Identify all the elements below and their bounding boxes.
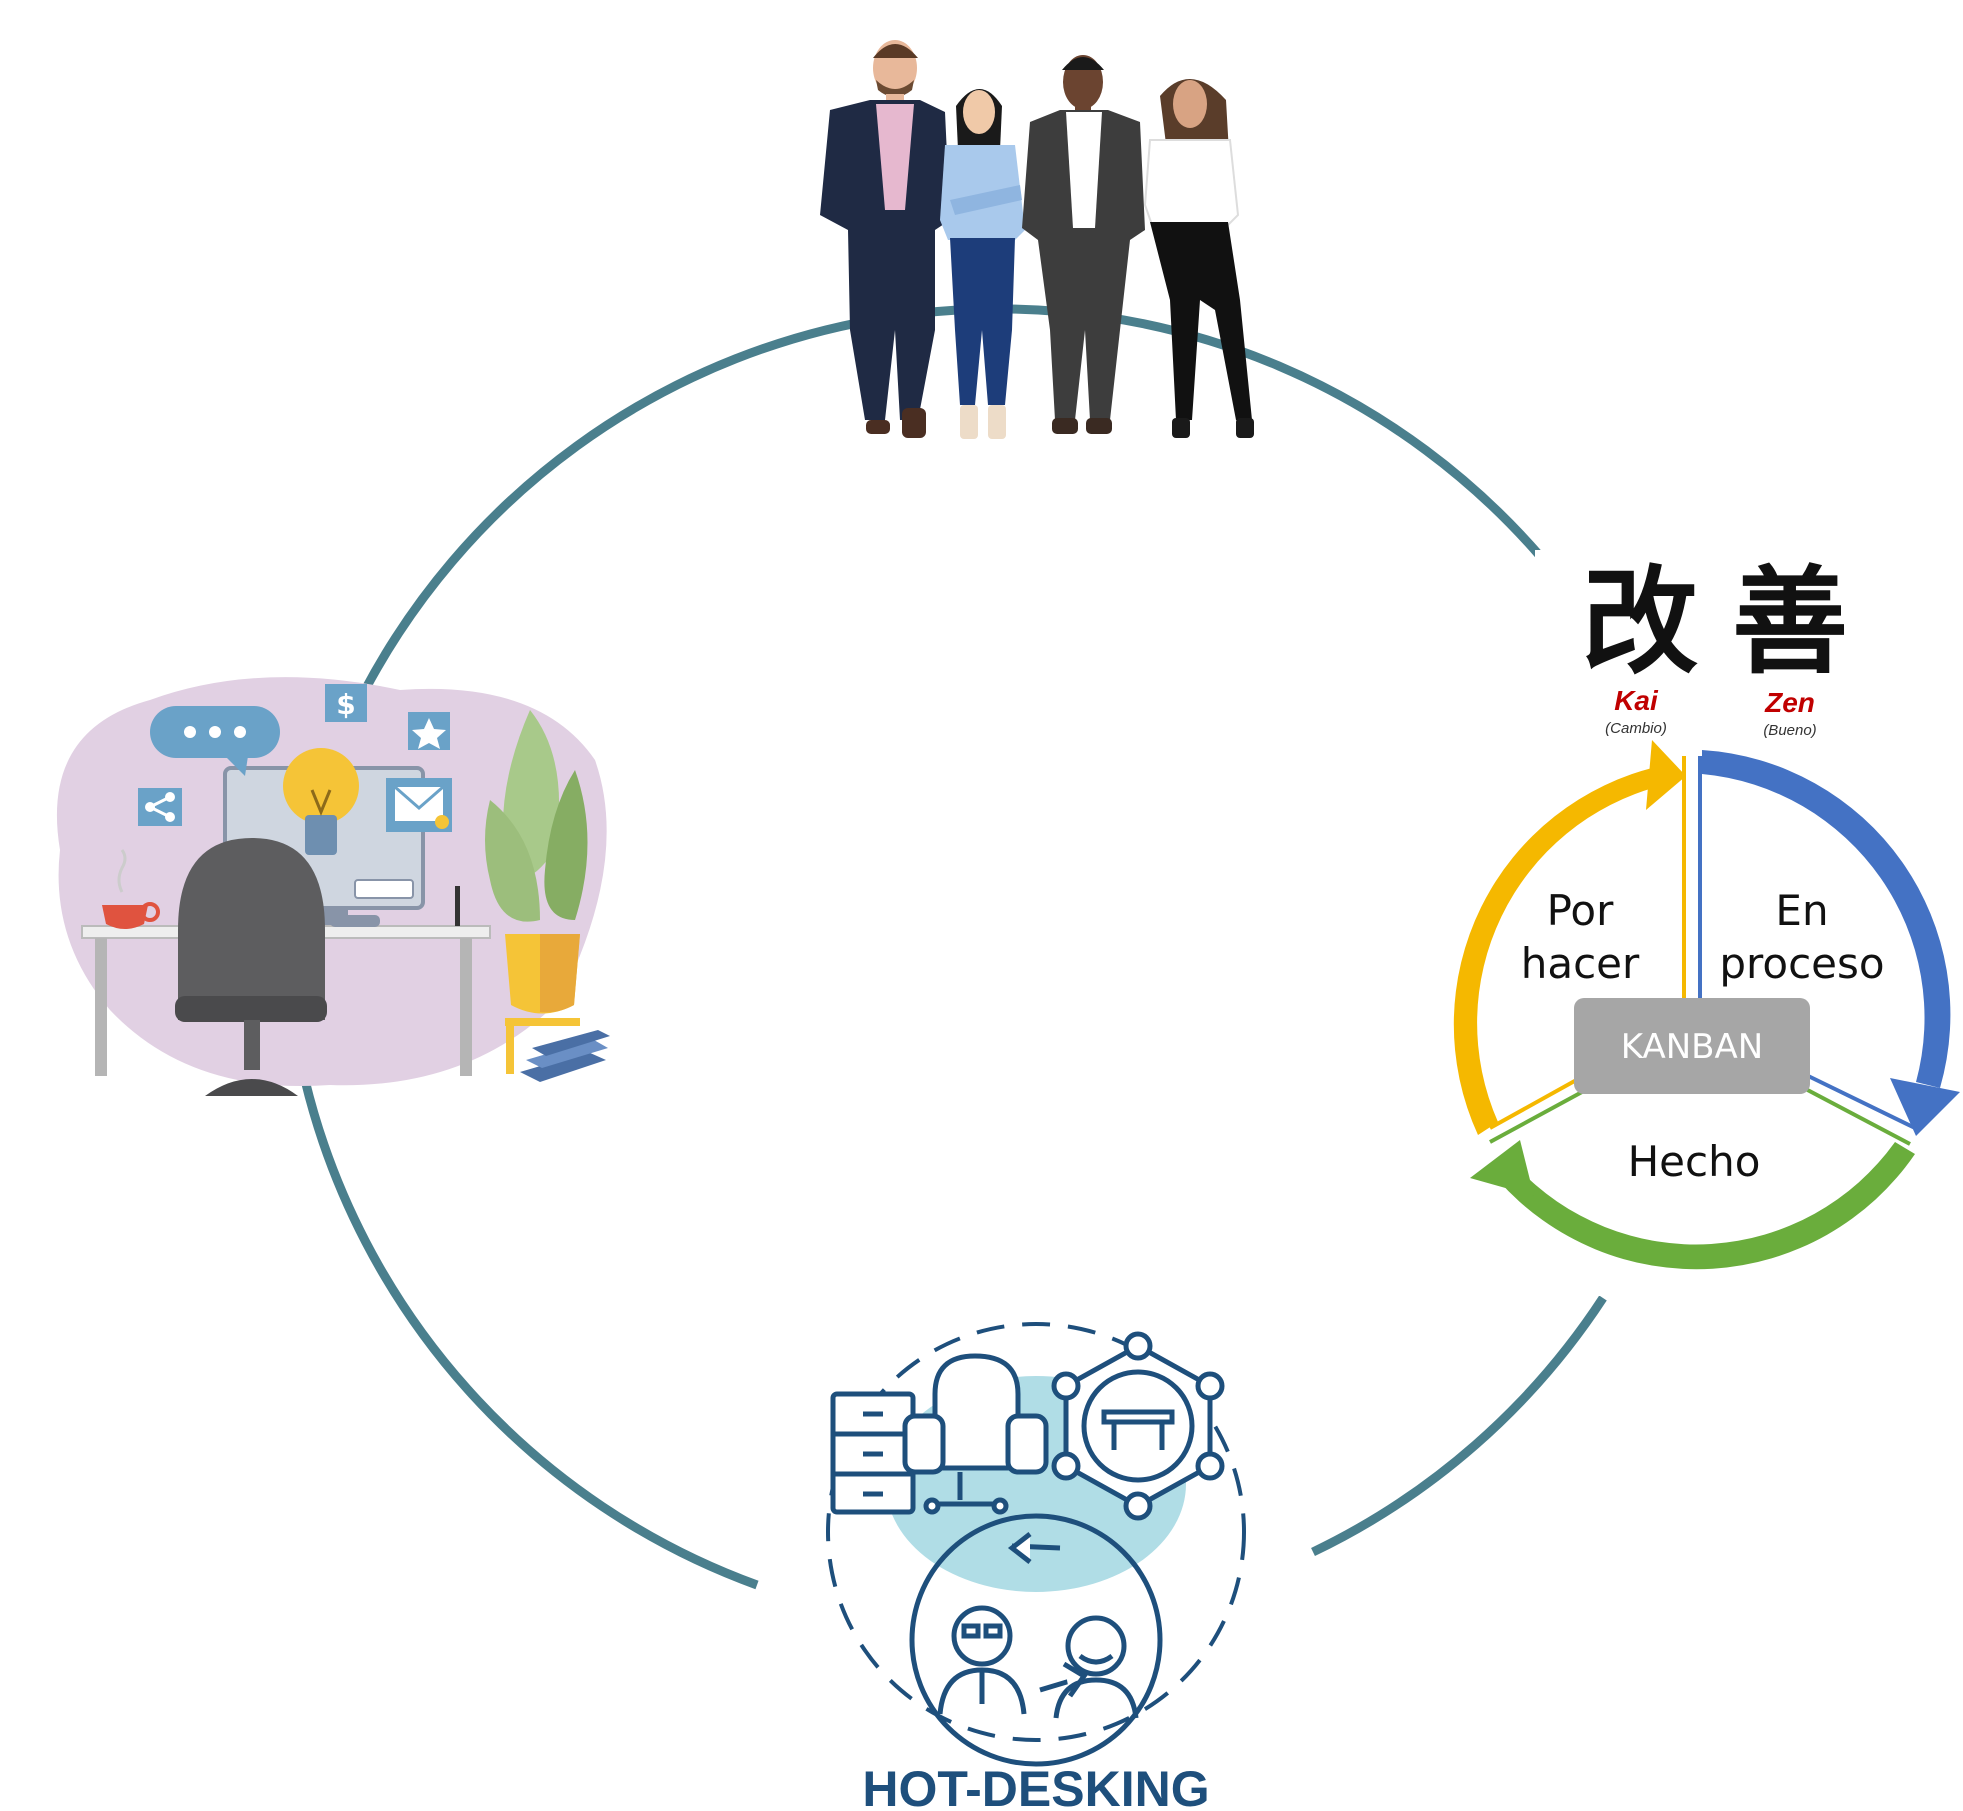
todo-label-line2: hacer	[1521, 939, 1640, 988]
kai-meaning: (Cambio)	[1605, 720, 1667, 737]
zen-meaning: (Bueno)	[1763, 722, 1816, 739]
todo-arrowhead	[1646, 740, 1686, 810]
done-label: Hecho	[1628, 1137, 1761, 1186]
desk-chair-icon	[830, 1353, 1049, 1515]
hot-desking-label: HOT-DESKING	[862, 1761, 1209, 1811]
hot-desking-icon: HOT-DESKING	[826, 1322, 1246, 1811]
kanban-box	[1574, 998, 1810, 1094]
done-arrow	[1498, 1142, 1915, 1270]
kanban-label: KANBAN	[1621, 1027, 1763, 1067]
zen-label: Zen	[1764, 687, 1815, 718]
chat-bubble-icon	[150, 706, 280, 776]
kaizen-char-kai: 改	[1582, 554, 1698, 690]
todo-label-line1: Por	[1547, 886, 1615, 935]
dollar-icon: $	[325, 684, 367, 722]
office-chair-icon	[175, 838, 327, 1096]
in-progress-label-line1: En	[1775, 886, 1828, 935]
businessman-bearded-icon	[820, 40, 950, 438]
plant-icon	[485, 710, 588, 1074]
share-icon	[138, 788, 182, 826]
shared-desk-network-icon	[1051, 1331, 1225, 1521]
businessman-grey-icon	[1022, 55, 1145, 434]
lightbulb-icon	[283, 748, 359, 855]
in-progress-arrow	[1702, 750, 1951, 1088]
in-progress-label-line2: proceso	[1719, 939, 1884, 988]
progress-divider-lower	[1799, 1070, 1916, 1130]
businesswoman-white-icon	[1143, 78, 1254, 438]
done-divider-left	[1489, 1090, 1583, 1144]
kai-label: Kai	[1614, 685, 1659, 716]
team-illustration	[820, 40, 1254, 439]
swap-people-icon	[909, 1513, 1163, 1767]
mail-icon	[386, 778, 452, 832]
in-progress-arrowhead	[1890, 1078, 1960, 1136]
coffee-cup-icon	[102, 849, 160, 929]
office-illustration: $	[56, 677, 610, 1096]
todo-divider-lower	[1489, 1076, 1581, 1130]
businesswoman-blue-icon	[940, 89, 1025, 439]
done-arrowhead	[1470, 1140, 1534, 1196]
books-icon	[520, 1030, 610, 1082]
star-icon	[408, 712, 450, 750]
kaizen-kanban-graphic: 改 善 Kai (Cambio) Zen (Bueno) KANBAN Por …	[1453, 550, 1960, 1296]
svg-text:$: $	[336, 688, 355, 721]
kaizen-char-zen: 善	[1732, 554, 1848, 690]
todo-arrow	[1453, 766, 1660, 1135]
hotdesk-dashed-ring	[826, 1322, 1246, 1742]
done-divider-right	[1799, 1084, 1911, 1146]
